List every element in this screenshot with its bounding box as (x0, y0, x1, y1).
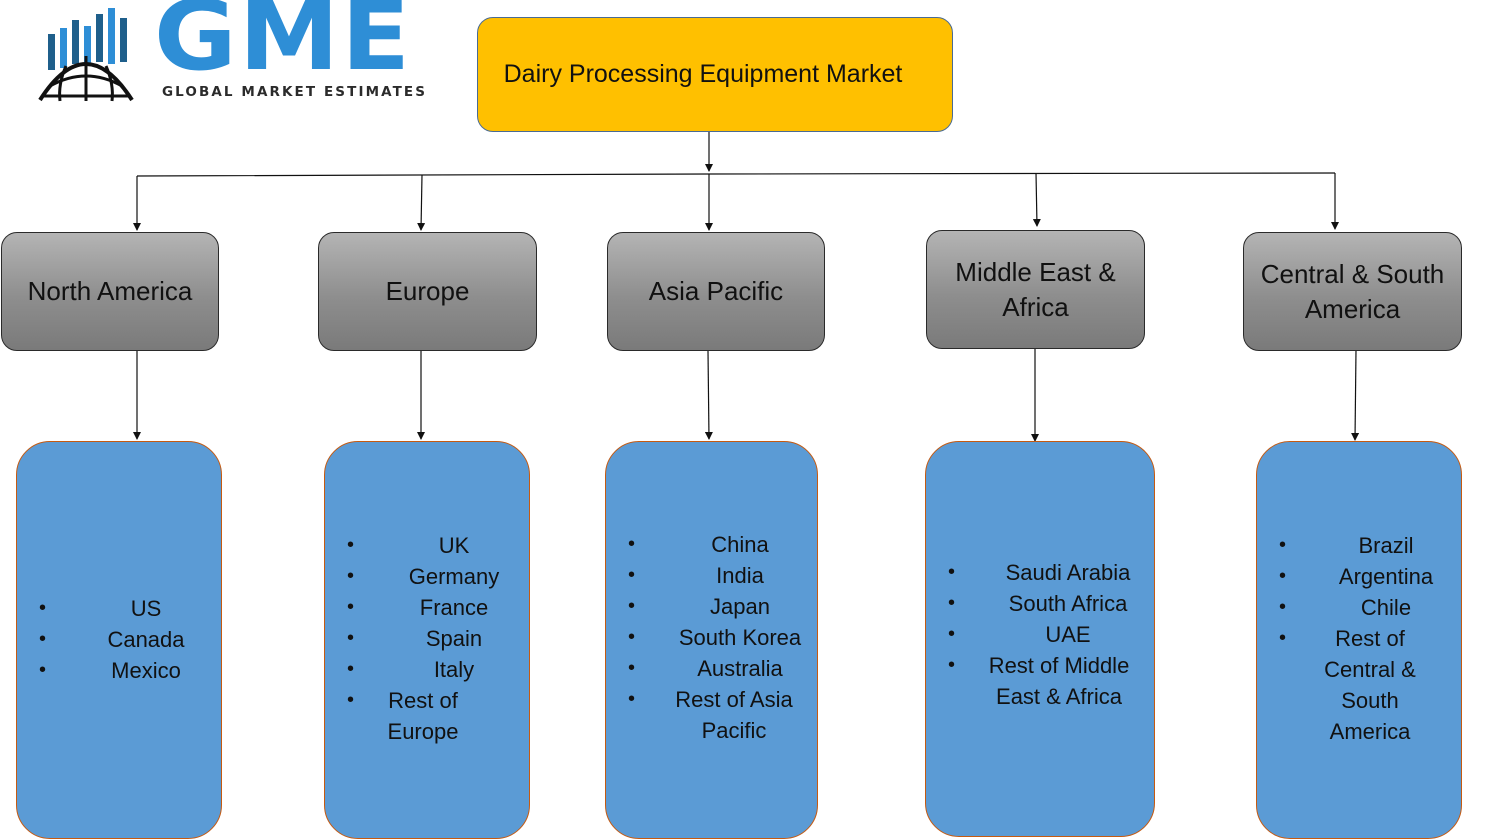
list-item: South Africa (926, 588, 1152, 619)
region-node-middle-east-africa: Middle East & Africa (926, 230, 1145, 349)
country-list: UK Germany France Spain Italy Rest of Eu… (325, 530, 525, 747)
region-label: Asia Pacific (648, 276, 784, 306)
list-item: Germany (325, 561, 525, 592)
country-panel-europe: UK Germany France Spain Italy Rest of Eu… (324, 441, 530, 839)
region-label: Europe (385, 276, 470, 306)
list-item: China (606, 529, 816, 560)
list-item: South Korea (606, 622, 816, 653)
list-item: Brazil (1257, 530, 1457, 561)
list-item: UK (325, 530, 525, 561)
country-panel-north-america: US Canada Mexico (16, 441, 222, 839)
region-node-central-south-america: Central & South America (1243, 232, 1462, 351)
country-panel-middle-east-africa: Saudi Arabia South Africa UAE Rest of Mi… (925, 441, 1155, 837)
list-item: Argentina (1257, 561, 1457, 592)
list-item: Mexico (17, 655, 217, 686)
list-item: Rest of Asia Pacific (606, 684, 804, 746)
list-item: Rest of Central & South America (1257, 623, 1425, 747)
list-item: UAE (926, 619, 1152, 650)
connector-central-south-america-list (1351, 349, 1360, 441)
list-item: Rest of Middle East & Africa (926, 650, 1134, 712)
country-list: Saudi Arabia South Africa UAE Rest of Mi… (926, 557, 1152, 712)
country-panel-central-south-america: Brazil Argentina Chile Rest of Central &… (1256, 441, 1462, 839)
connector-to-europe (417, 174, 426, 231)
list-item: Spain (325, 623, 525, 654)
gme-logo: GME GLOBAL MARKET ESTIMATES (36, 0, 428, 104)
globe-with-bars-icon (38, 8, 134, 102)
country-list: Brazil Argentina Chile Rest of Central &… (1257, 530, 1457, 747)
country-list: China India Japan South Korea Australia … (606, 529, 816, 746)
country-panel-asia-pacific: China India Japan South Korea Australia … (605, 441, 818, 839)
list-item: Chile (1257, 592, 1457, 623)
list-item: Canada (17, 624, 217, 655)
root-node: Dairy Processing Equipment Market (477, 17, 953, 132)
region-node-asia-pacific: Asia Pacific (607, 232, 825, 351)
list-item: Australia (606, 653, 816, 684)
country-list: US Canada Mexico (17, 593, 217, 686)
list-item: India (606, 560, 816, 591)
list-item: Japan (606, 591, 816, 622)
list-item: US (17, 593, 217, 624)
list-item: Rest of Europe (325, 685, 463, 747)
region-label: North America (27, 276, 193, 306)
logo-tagline: GLOBAL MARKET ESTIMATES (162, 84, 428, 100)
connector-branch-bar (136, 172, 1336, 177)
list-item: Italy (325, 654, 525, 685)
connector-asia-pacific-list (704, 350, 713, 440)
region-node-europe: Europe (318, 232, 537, 351)
region-label: Central & South America (1260, 258, 1445, 324)
list-item: Saudi Arabia (926, 557, 1152, 588)
logo-letters: GME (154, 0, 413, 92)
list-item: France (325, 592, 525, 623)
region-label: Middle East & Africa (955, 256, 1116, 322)
connector-to-middle-east-africa (1032, 172, 1041, 227)
region-node-north-america: North America (1, 232, 219, 351)
root-label: Dairy Processing Equipment Market (503, 60, 903, 88)
